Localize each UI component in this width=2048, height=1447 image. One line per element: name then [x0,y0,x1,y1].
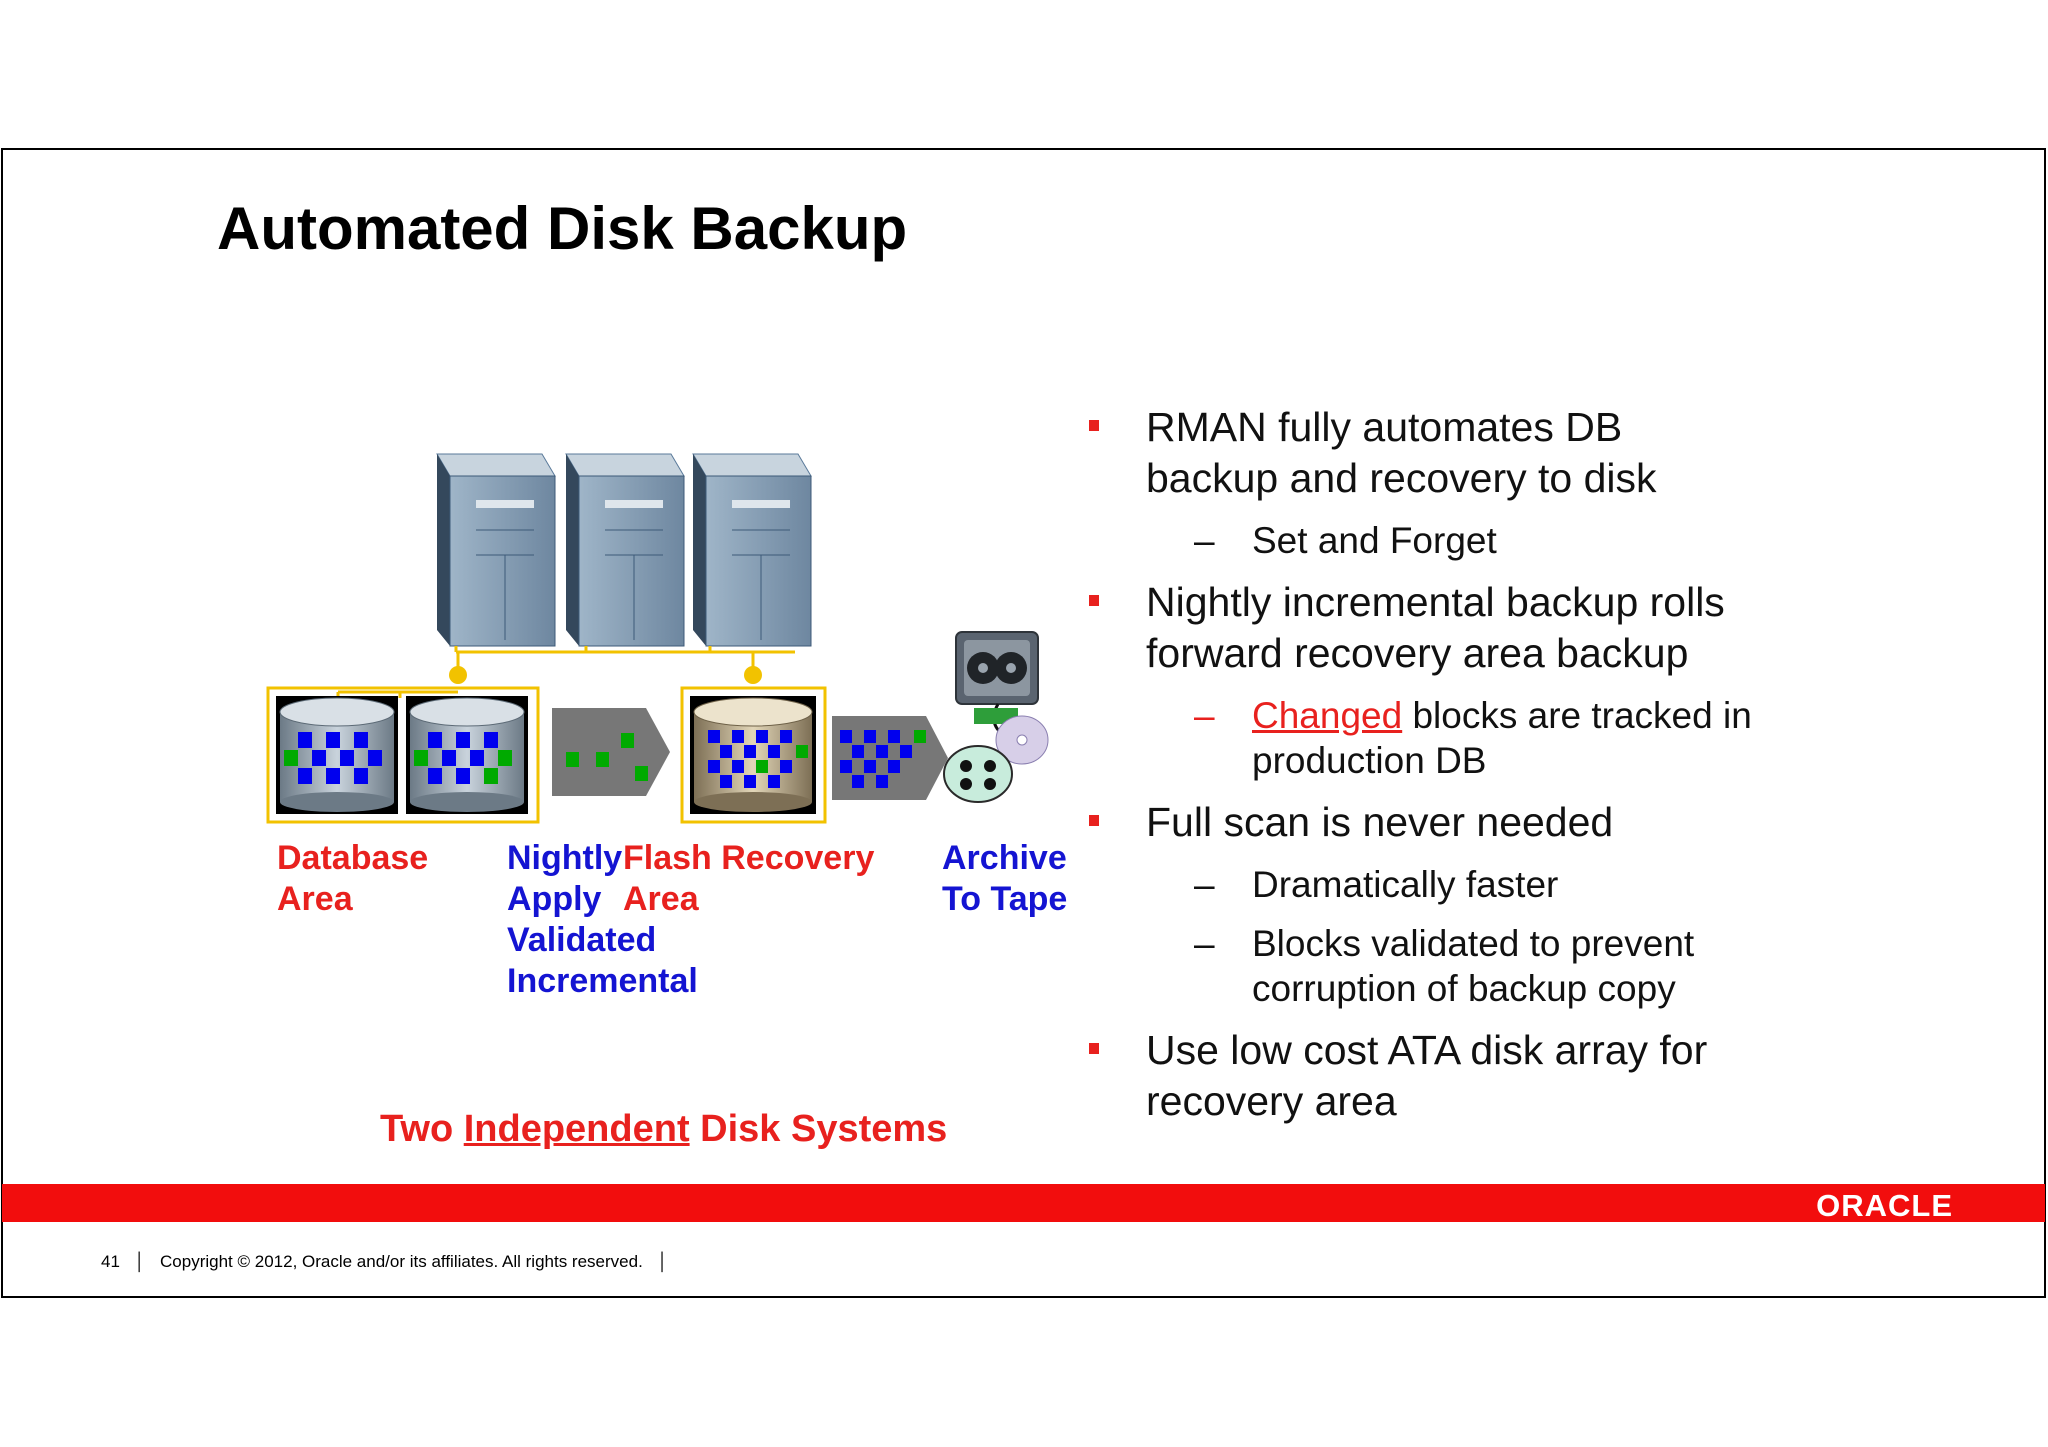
dash-icon: – [1194,695,1215,736]
changed-highlight: Changed [1252,695,1403,736]
page-number: 41 [101,1252,120,1271]
disk-systems-caption: Two Independent Disk Systems [380,1108,948,1150]
database-disk-icon [276,696,398,814]
flash-recovery-frame [680,686,827,824]
database-area-label: Database Area [277,839,429,918]
bullet-item: Nightly incremental backup rolls forward… [1080,577,1980,679]
sub-bullet-item: – Dramatically faster [1194,864,1559,905]
bullet-marker-icon [1089,815,1099,826]
recovery-disk-icon [690,696,816,814]
bullet-marker-icon [1089,595,1099,606]
copyright-text: Copyright © 2012, Oracle and/or its affi… [160,1252,643,1271]
bullet-item: Use low cost ATA disk array for recovery… [1080,1025,1980,1127]
sub-bullet-item: – Changed blocks are tracked in producti… [1194,695,1752,781]
bullet-list: RMAN fully automates DB backup and recov… [1080,402,1980,1141]
incremental-arrow-icon [552,708,670,796]
bullet-item: RMAN fully automates DB backup and recov… [1080,402,1980,504]
footer: 41 │ Copyright © 2012, Oracle and/or its… [101,1252,669,1271]
dash-icon: – [1194,520,1215,561]
bullet-marker-icon [1089,1043,1099,1054]
archive-arrow-icon [832,716,948,800]
dash-icon: – [1194,923,1215,964]
server-icon [692,453,812,647]
database-disk-icon [406,696,528,814]
backup-diagram [266,453,1049,824]
archive-to-tape-label: Archive To Tape [942,839,1068,918]
nightly-incremental-label: Nightly Apply Validated Incremental [507,839,698,1000]
slide-title: Automated Disk Backup [217,195,908,262]
dash-icon: – [1194,864,1215,905]
oracle-logo: ORACLE [1816,1188,1953,1223]
server-icon [565,453,685,647]
bullet-item: Full scan is never needed [1080,797,1980,848]
sub-bullet-item: – Set and Forget [1194,520,1497,561]
database-area-frame [266,686,540,824]
server-icon [436,453,556,647]
tape-device-icon [943,631,1049,803]
footer-red-bar [2,1184,2045,1222]
flash-recovery-label: Flash Recovery Area [623,839,875,918]
connector-lines [336,646,795,698]
sub-bullet-item: – Blocks validated to prevent corruption… [1194,923,1695,1009]
bullet-marker-icon [1089,420,1099,431]
